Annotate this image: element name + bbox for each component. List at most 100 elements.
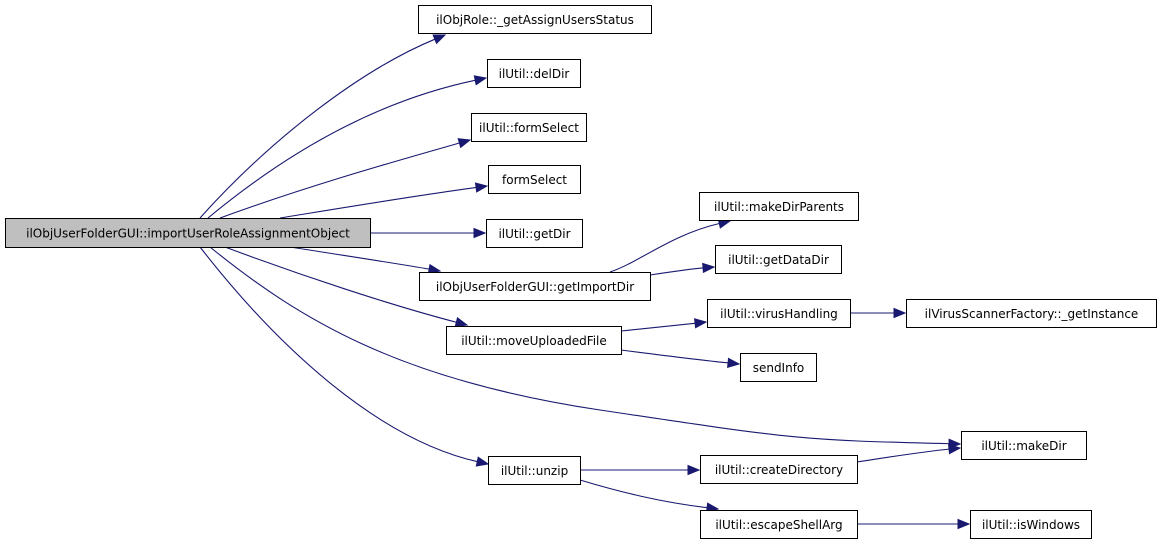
node-moveUploadedFile[interactable]: ilUtil::moveUploadedFile	[446, 326, 622, 355]
node-label: ilUtil::makeDir	[981, 439, 1066, 453]
node-getInstance[interactable]: ilVirusScannerFactory::_getInstance	[906, 299, 1157, 328]
node-label: ilUtil::delDir	[499, 67, 570, 81]
edges-layer	[199, 34, 971, 530]
node-box[interactable]	[419, 272, 651, 301]
node-label: ilVirusScannerFactory::_getInstance	[925, 307, 1139, 321]
edge-root-to-utilFormSelect	[219, 138, 472, 219]
arrowhead-icon	[727, 357, 741, 369]
node-label: ilUtil::getDir	[498, 227, 570, 241]
node-makeDir[interactable]: ilUtil::makeDir	[961, 431, 1087, 460]
node-getImportDir[interactable]: ilObjUserFolderGUI::getImportDir	[419, 272, 651, 301]
node-root[interactable]: ilObjUserFolderGUI::importUserRoleAssign…	[5, 218, 371, 248]
node-box[interactable]	[700, 510, 858, 539]
edge-escapeShellArg-to-isWindows	[857, 518, 971, 530]
node-label: ilUtil::getDataDir	[728, 253, 829, 267]
node-label: ilUtil::unzip	[501, 464, 568, 478]
edge-root-to-moveUploadedFile	[224, 246, 469, 328]
node-label: ilUtil::moveUploadedFile	[461, 334, 607, 348]
node-label: ilUtil::virusHandling	[720, 307, 838, 321]
node-label: ilObjRole::_getAssignUsersStatus	[436, 13, 634, 27]
node-box[interactable]	[487, 59, 581, 88]
node-box[interactable]	[700, 455, 858, 484]
node-box[interactable]	[471, 113, 587, 142]
arrowhead-icon	[454, 317, 469, 328]
arrowhead-icon	[475, 456, 490, 467]
node-box[interactable]	[715, 245, 842, 274]
node-box[interactable]	[446, 326, 622, 355]
edge-line	[579, 479, 709, 509]
node-box[interactable]	[707, 299, 851, 328]
node-box[interactable]	[970, 510, 1092, 539]
node-escapeShellArg[interactable]: ilUtil::escapeShellArg	[700, 510, 858, 539]
node-label: ilUtil::isWindows	[982, 518, 1080, 532]
node-virusHandling[interactable]: ilUtil::virusHandling	[707, 299, 851, 328]
node-label: ilUtil::createDirectory	[715, 463, 843, 477]
node-formSelect[interactable]: formSelect	[488, 165, 581, 194]
node-makeDirParents[interactable]: ilUtil::makeDirParents	[699, 192, 859, 221]
arrowhead-icon	[957, 518, 971, 530]
nodes-layer: ilObjUserFolderGUI::importUserRoleAssign…	[5, 5, 1157, 539]
edge-line	[620, 349, 730, 364]
edge-line	[199, 38, 436, 219]
node-getDir[interactable]: ilUtil::getDir	[486, 219, 583, 248]
edge-line	[199, 246, 479, 463]
edge-root-to-formSelect	[279, 182, 489, 219]
edge-line	[609, 222, 721, 273]
node-label: sendInfo	[753, 361, 805, 375]
edge-root-to-delDir	[207, 75, 488, 219]
edge-line	[620, 322, 697, 332]
arrowhead-icon	[474, 182, 489, 193]
node-label: ilUtil::escapeShellArg	[715, 518, 842, 532]
node-box[interactable]	[488, 165, 581, 194]
node-box[interactable]	[418, 5, 652, 34]
root-node-box[interactable]	[5, 218, 371, 248]
node-getAssignUsersStatus[interactable]: ilObjRole::_getAssignUsersStatus	[418, 5, 652, 34]
arrowhead-icon	[693, 318, 708, 329]
edge-line	[649, 267, 705, 276]
node-box[interactable]	[961, 431, 1087, 460]
edge-virusHandling-to-getInstance	[850, 307, 907, 319]
node-box[interactable]	[699, 192, 859, 221]
node-createDirectory[interactable]: ilUtil::createDirectory	[700, 455, 858, 484]
arrowhead-icon	[687, 464, 701, 476]
edge-line	[209, 246, 951, 445]
node-delDir[interactable]: ilUtil::delDir	[487, 59, 581, 88]
node-sendInfo[interactable]: sendInfo	[740, 353, 817, 382]
edge-unzip-to-createDirectory	[580, 464, 701, 476]
arrowhead-icon	[457, 138, 472, 149]
edge-root-to-getAssignUsersStatus	[199, 34, 447, 219]
node-getDataDir[interactable]: ilUtil::getDataDir	[715, 245, 842, 274]
edge-root-to-getImportDir	[289, 246, 442, 275]
node-isWindows[interactable]: ilUtil::isWindows	[970, 510, 1092, 539]
edge-moveUploadedFile-to-sendInfo	[620, 349, 741, 369]
edge-line	[289, 246, 431, 270]
edge-line	[856, 448, 951, 463]
node-box[interactable]	[906, 299, 1157, 328]
edge-unzip-to-escapeShellArg	[579, 479, 720, 513]
node-label: ilObjUserFolderGUI::getImportDir	[436, 280, 634, 294]
arrowhead-icon	[893, 307, 907, 319]
arrowhead-icon	[948, 443, 962, 455]
edge-line	[279, 186, 478, 219]
edge-createDirectory-to-makeDir	[856, 443, 962, 463]
arrowhead-icon	[702, 262, 716, 274]
arrowhead-icon	[473, 75, 488, 86]
node-box[interactable]	[488, 456, 581, 485]
node-label: ilObjUserFolderGUI::importUserRoleAssign…	[26, 227, 350, 241]
edge-line	[219, 142, 461, 219]
edge-getImportDir-to-makeDirParents	[609, 218, 732, 273]
edge-root-to-unzip	[199, 246, 490, 467]
node-label: ilUtil::makeDirParents	[714, 200, 844, 214]
arrowhead-icon	[473, 227, 487, 239]
node-utilFormSelect[interactable]: ilUtil::formSelect	[471, 113, 587, 142]
node-label: formSelect	[502, 173, 567, 187]
edge-getImportDir-to-getDataDir	[649, 262, 716, 276]
node-label: ilUtil::formSelect	[479, 121, 579, 135]
node-box[interactable]	[740, 353, 817, 382]
node-box[interactable]	[486, 219, 583, 248]
edge-line	[224, 246, 458, 324]
node-unzip[interactable]: ilUtil::unzip	[488, 456, 581, 485]
edge-moveUploadedFile-to-virusHandling	[620, 318, 708, 332]
edge-line	[207, 79, 477, 219]
